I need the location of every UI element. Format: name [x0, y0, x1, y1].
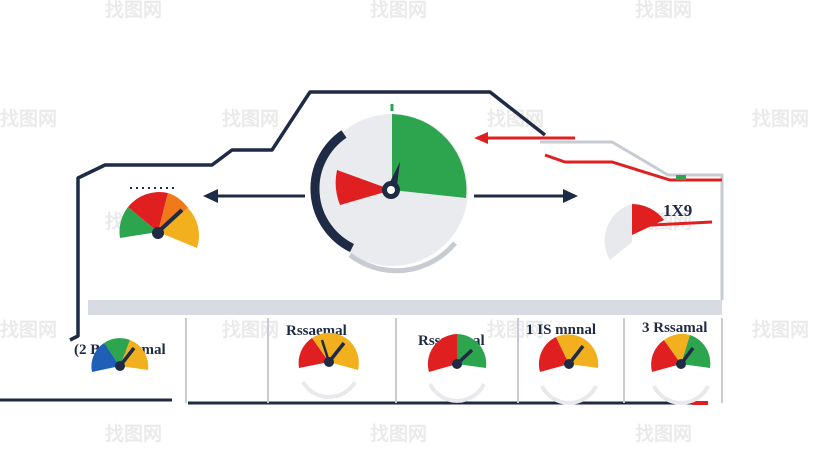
right-gauge-pointer	[631, 220, 713, 228]
bottom-gauge-5-label: 3 Rssamal	[642, 320, 707, 336]
watermark: 找图网	[487, 319, 544, 341]
bottom-gauge-2: Rssaemal	[286, 323, 359, 400]
watermark: 找图网	[370, 423, 427, 445]
main-gauge-red-sector	[335, 170, 392, 205]
dashboard-panel-strip	[88, 300, 722, 315]
panel-dividers	[185, 318, 723, 403]
bottom-gauge-1: (2 B Rssurmal	[74, 338, 166, 372]
red-arrow	[474, 132, 575, 144]
left-gauge-red	[128, 192, 168, 232]
hood-accent-green	[676, 175, 686, 180]
watermark: 找图网	[752, 319, 809, 341]
watermark: 找图网	[752, 108, 809, 130]
car-outline	[69, 90, 547, 342]
right-gauge-red-sector	[632, 204, 664, 235]
bottom-gauge-4: 1 IS mnnal	[526, 322, 599, 405]
watermark: 找图网	[105, 423, 162, 445]
left-gauge-green	[119, 207, 158, 238]
watermark: 找图网	[222, 108, 279, 130]
watermark: 找图网	[0, 319, 57, 341]
main-speedometer	[310, 104, 468, 274]
watermark: 找图网	[105, 0, 162, 21]
hood-line-red	[544, 153, 722, 182]
right-double-arrow	[474, 189, 578, 203]
main-gauge-lower-arc	[348, 241, 457, 274]
hood-line-grey	[540, 140, 724, 300]
left-gauge	[119, 187, 199, 248]
watermark: 找图网	[222, 319, 279, 341]
left-gauge-orange	[158, 193, 188, 232]
left-gauge-yellow	[158, 208, 199, 248]
bottom-gauge-3: Rssammal	[418, 333, 487, 403]
main-gauge-dark-arc	[310, 130, 355, 253]
watermark: 找图网	[635, 0, 692, 21]
bottom-gauge-5: 3 Rssamal	[642, 320, 711, 405]
watermark: 找图网	[370, 0, 427, 21]
watermark: 找图网	[635, 423, 692, 445]
watermark: 找图网	[0, 108, 57, 130]
right-gauge: 1X9	[604, 201, 713, 260]
baseline-red-cap	[692, 401, 708, 405]
right-gauge-readout: 1X9	[663, 201, 692, 220]
main-gauge-green-sector	[392, 114, 467, 198]
bottom-gauge-4-label: 1 IS mnnal	[526, 322, 596, 338]
left-gauge-needle	[156, 208, 184, 234]
left-double-arrow	[203, 189, 305, 203]
